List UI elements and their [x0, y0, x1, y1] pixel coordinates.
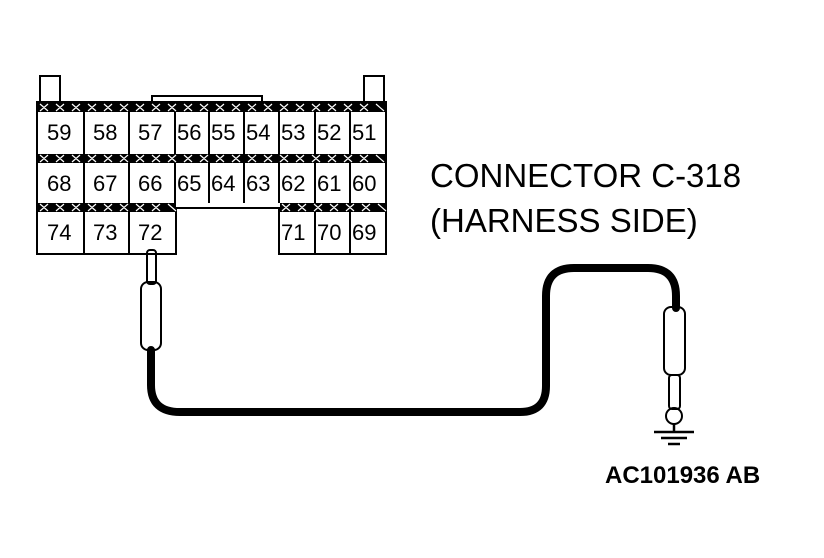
pin-label-55: 55 [211, 120, 235, 145]
pin-label-67: 67 [93, 171, 117, 196]
pin-label-71: 71 [281, 220, 305, 245]
pin-label-70: 70 [317, 220, 341, 245]
pin-label-57: 57 [138, 120, 162, 145]
pin-label-54: 54 [246, 120, 270, 145]
harness-wire [147, 264, 680, 416]
left-probe [140, 249, 162, 351]
pin-label-52: 52 [317, 120, 341, 145]
ground-icon [654, 424, 694, 446]
connector-housing: 59 58 57 56 55 54 53 52 51 68 67 66 65 6… [36, 75, 387, 255]
connector-title: CONNECTOR C-318 [430, 157, 741, 194]
pin-label-53: 53 [281, 120, 305, 145]
pin-label-64: 64 [211, 171, 235, 196]
connector-subtitle: (HARNESS SIDE) [430, 202, 698, 239]
pin-label-56: 56 [177, 120, 201, 145]
pin-label-69: 69 [352, 220, 376, 245]
pin-label-73: 73 [93, 220, 117, 245]
pin-label-74: 74 [47, 220, 71, 245]
pin-label-59: 59 [47, 120, 71, 145]
pin-label-51: 51 [352, 120, 376, 145]
ground-probe [663, 306, 686, 425]
pin-label-65: 65 [177, 171, 201, 196]
pin-label-72: 72 [138, 220, 162, 245]
figure-code: AC101936 AB [605, 462, 760, 489]
pin-label-61: 61 [317, 171, 341, 196]
pin-label-62: 62 [281, 171, 305, 196]
pin-label-68: 68 [47, 171, 71, 196]
pin-label-60: 60 [352, 171, 376, 196]
pin-label-63: 63 [246, 171, 270, 196]
pin-label-58: 58 [93, 120, 117, 145]
pin-label-66: 66 [138, 171, 162, 196]
